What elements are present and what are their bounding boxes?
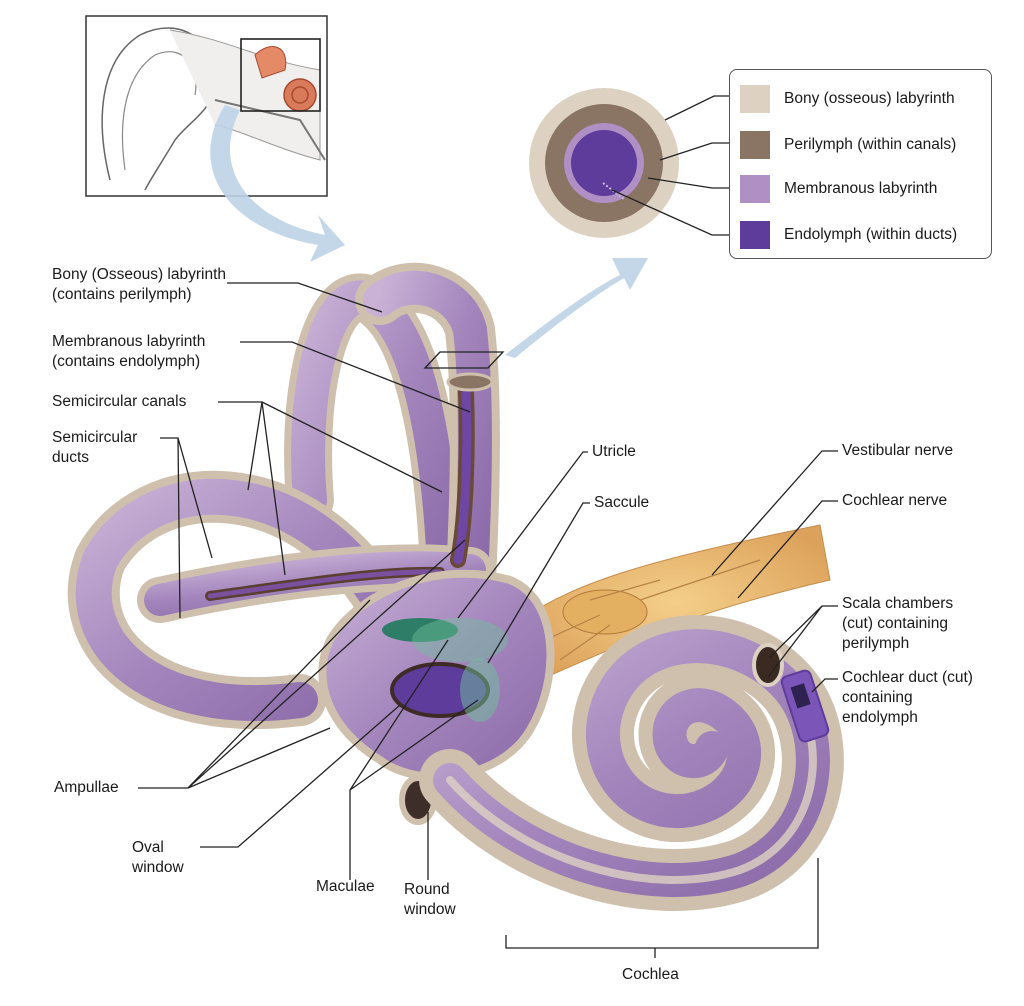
cross-section <box>529 88 679 238</box>
label-saccule: Saccule <box>594 494 650 511</box>
ear-inset <box>85 15 328 197</box>
legend-swatch-endolymph <box>740 221 770 249</box>
label-membranous-labyrinth: Membranous labyrinth(contains endolymph) <box>52 333 206 370</box>
legend-swatch-membranous <box>740 175 770 203</box>
label-vestibular-nerve: Vestibular nerve <box>842 442 954 459</box>
label-cochlea: Cochlea <box>622 966 679 983</box>
legend-swatch-bony <box>740 85 770 113</box>
section-marker <box>423 351 505 369</box>
legend-swatch-perilymph <box>740 131 770 159</box>
legend-label-perilymph: Perilymph (within canals) <box>784 136 957 153</box>
inset-arrow <box>210 105 345 262</box>
legend-label-membranous: Membranous labyrinth <box>784 180 938 197</box>
legend-label-endolymph: Endolymph (within ducts) <box>784 226 958 243</box>
legend-label-bony: Bony (osseous) labyrinth <box>784 90 955 107</box>
leader-lines <box>138 95 838 958</box>
label-semicircular-canals: Semicircular canals <box>52 393 187 410</box>
legend-item-bony: Bony (osseous) labyrinth <box>740 84 955 114</box>
label-bony-labyrinth: Bony (Osseous) labyrinth(contains perily… <box>52 266 227 303</box>
vestibule <box>318 569 555 825</box>
legend-item-endolymph: Endolymph (within ducts) <box>740 220 957 250</box>
cochlea <box>419 615 844 911</box>
legend-item-membranous: Membranous labyrinth <box>740 174 937 204</box>
label-ampullae: Ampullae <box>54 779 119 796</box>
legend-item-perilymph: Perilymph (within canals) <box>740 130 956 160</box>
legend-box: Bony (osseous) labyrinth Perilymph (with… <box>729 69 992 259</box>
label-cochlear-nerve: Cochlear nerve <box>842 492 948 509</box>
section-arrow <box>505 258 648 358</box>
label-utricle: Utricle <box>592 443 636 460</box>
label-maculae: Maculae <box>316 878 375 895</box>
